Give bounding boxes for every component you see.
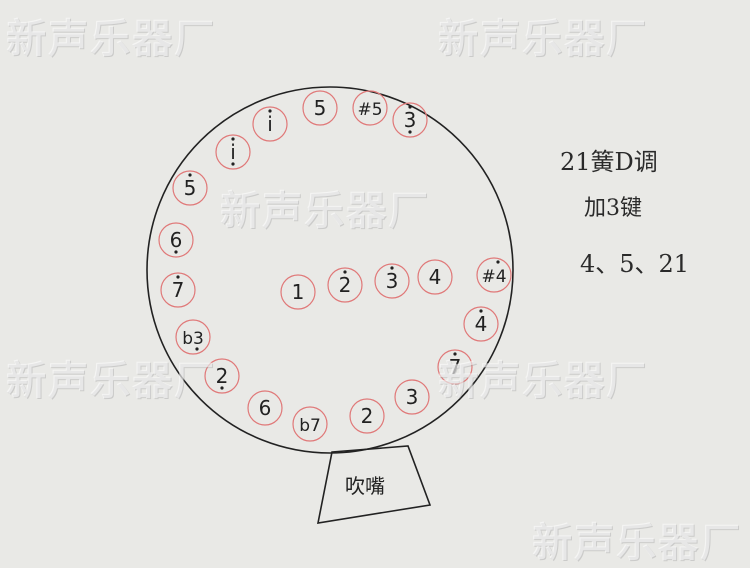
outer-ring-hole-circle (463, 306, 499, 342)
outer-ring-octave-dot (268, 109, 272, 113)
outer-ring-octave-dot (408, 105, 412, 109)
outer-ring-octave-dot (453, 352, 457, 356)
inner-row-hole-circle (374, 263, 410, 299)
outer-ring-hole-label: 4 (475, 312, 488, 336)
sheng-body-circle (146, 86, 514, 454)
inner-row-hole-label: 4 (429, 265, 442, 289)
outer-ring-hole-label: 7 (172, 278, 185, 302)
outer-ring-hole-circle (247, 390, 283, 426)
outer-ring-hole-label: i (230, 140, 236, 164)
outer-ring-hole-circle (204, 358, 240, 394)
note-line-1: 21簧D调 (560, 148, 658, 176)
outer-ring-octave-dot (496, 260, 500, 264)
note-line-3: 4、5、21 (580, 250, 690, 278)
outer-ring-hole-label: 5 (314, 96, 327, 120)
inner-row-hole-label: 2 (339, 273, 352, 297)
outer-ring-hole-circle (252, 106, 288, 142)
inner-row-hole-circle (417, 259, 453, 295)
outer-ring-hole-circle (175, 319, 211, 355)
outer-ring-hole-circle (158, 222, 194, 258)
mouthpiece-label: 吹嘴 (345, 474, 385, 498)
outer-ring-hole-circle (349, 398, 385, 434)
outer-ring-octave-dot (479, 309, 483, 313)
inner-row-hole-circle (327, 267, 363, 303)
outer-ring-hole-label: 2 (361, 404, 374, 428)
outer-ring-hole-circle (302, 90, 338, 126)
outer-ring-hole-label: #5 (357, 100, 382, 120)
outer-ring-octave-dot (188, 173, 192, 177)
outer-ring-octave-dot (195, 347, 199, 351)
mouthpiece-shape (316, 445, 432, 524)
outer-ring-hole-label: 7 (449, 355, 462, 379)
outer-ring-hole-circle (160, 272, 196, 308)
outer-ring-hole-label: #4 (481, 267, 506, 287)
outer-ring-hole-label: i (267, 112, 273, 136)
inner-row-hole-label: 3 (386, 269, 399, 293)
outer-ring-octave-dot (176, 275, 180, 279)
note-line-2: 加3键 (584, 196, 642, 221)
inner-row-octave-dot (390, 266, 394, 270)
outer-ring-octave-dot (174, 250, 178, 254)
outer-ring-hole-label: b3 (182, 329, 204, 349)
outer-ring-octave-dot (220, 386, 224, 390)
outer-ring-hole-circle (394, 379, 430, 415)
inner-row-octave-dot (343, 270, 347, 274)
outer-ring-octave-dot (408, 130, 412, 134)
inner-row-hole-label: 1 (292, 280, 305, 304)
inner-row-hole-circle (280, 274, 316, 310)
outer-ring-hole-label: 3 (404, 108, 417, 132)
outer-ring-hole-label: b7 (299, 416, 321, 436)
outer-ring-hole-circle (392, 102, 428, 138)
outer-ring-hole-label: 6 (259, 396, 272, 420)
outer-ring-hole-label: 5 (184, 176, 197, 200)
outer-ring-octave-dot (231, 137, 235, 141)
outer-ring-hole-circle (292, 406, 328, 442)
outer-ring-octave-dot (231, 162, 235, 166)
outer-ring-hole-circle (352, 90, 388, 126)
outer-ring-hole-circle (172, 170, 208, 206)
outer-ring-hole-label: 2 (216, 364, 229, 388)
outer-ring-hole-label: 6 (170, 228, 183, 252)
outer-ring-hole-circle (476, 257, 512, 293)
outer-ring-hole-label: 3 (406, 385, 419, 409)
outer-ring-hole-circle (215, 134, 251, 170)
outer-ring-hole-circle (437, 349, 473, 385)
